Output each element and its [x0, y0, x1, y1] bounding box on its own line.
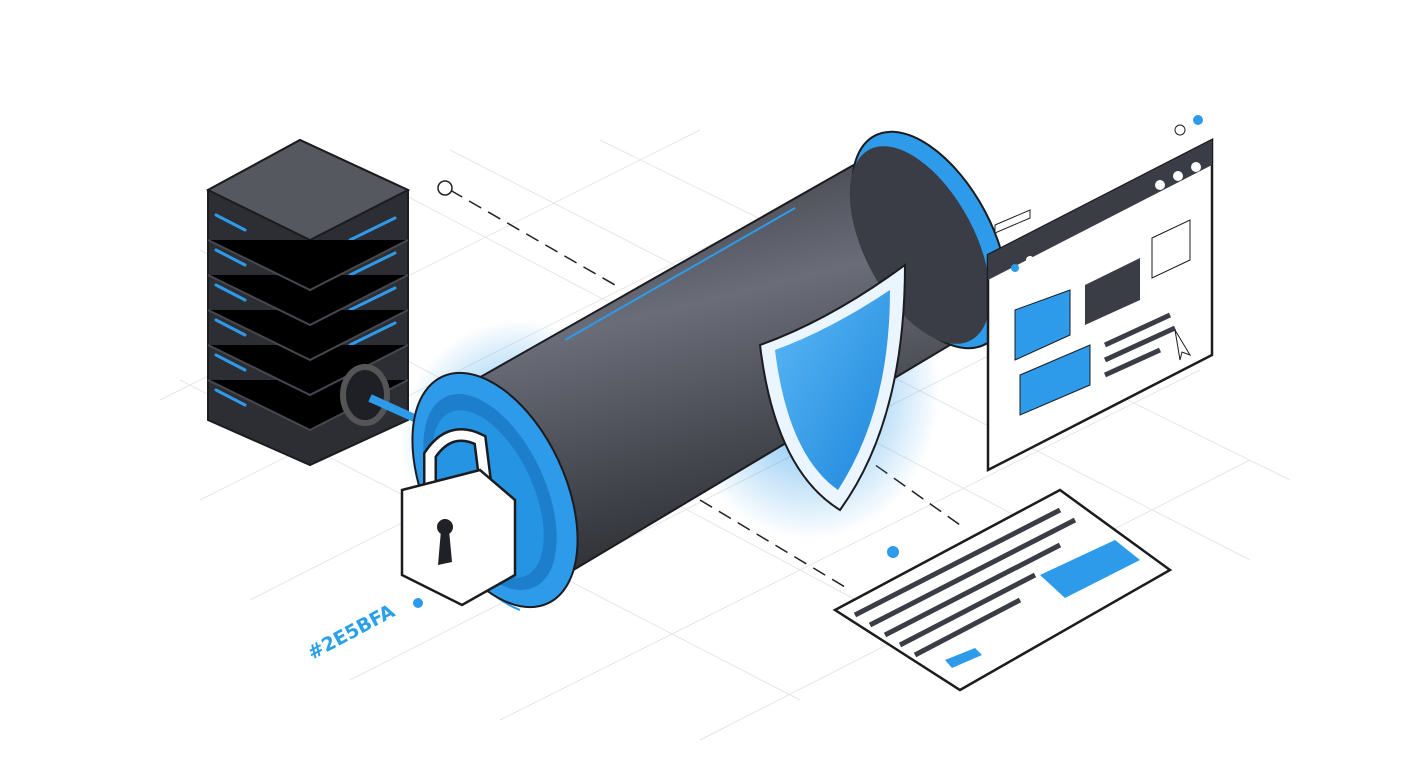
connector-node: [413, 598, 423, 608]
padlock-icon: [400, 428, 517, 607]
browser-window-icon: [986, 115, 1214, 473]
document-card-icon: [832, 488, 1173, 692]
server-rack-icon: [205, 138, 432, 467]
shield-icon: [758, 263, 907, 512]
port-ring: [340, 364, 390, 426]
connector-node: [437, 180, 453, 196]
hex-color-label: #2E5BFA: [304, 600, 399, 664]
connector-node: [887, 546, 899, 558]
